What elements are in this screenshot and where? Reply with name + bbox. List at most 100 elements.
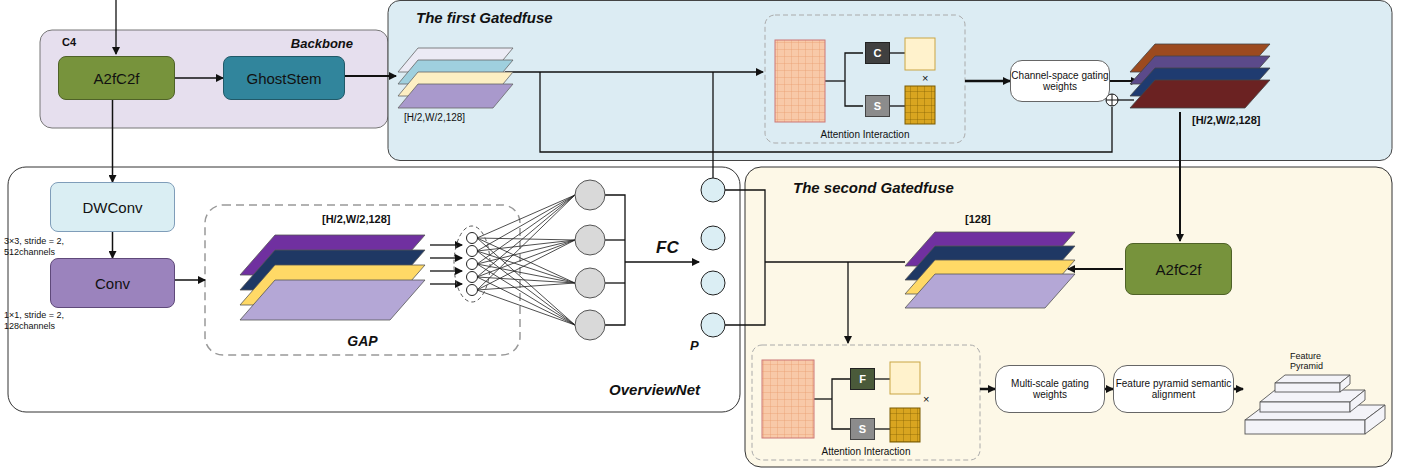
box-label: Channel-space gating weights xyxy=(1011,70,1109,93)
connector-arrow xyxy=(175,77,223,79)
box-label: A2fC2f xyxy=(1156,261,1202,278)
spatial-weight xyxy=(905,86,935,124)
process-box: DWConv xyxy=(50,182,175,232)
svg-line xyxy=(477,240,575,290)
svg-polyline xyxy=(725,190,765,325)
gap-box xyxy=(205,205,520,355)
svg-line xyxy=(875,428,890,429)
connector-arrow xyxy=(112,232,114,258)
box-label: C xyxy=(874,47,882,59)
panel-heading: The second Gatedfuse xyxy=(793,179,954,196)
fc-neurons xyxy=(575,180,605,340)
feature-stack-in xyxy=(398,48,513,108)
svg-line xyxy=(477,240,575,277)
svg-line xyxy=(477,238,575,325)
svg-circle xyxy=(467,285,478,296)
annotation-label: FC xyxy=(656,238,679,258)
connector-arrow xyxy=(175,279,205,281)
svg-polyline xyxy=(605,195,625,325)
annotation-label: [128] xyxy=(965,213,991,225)
attention-map xyxy=(762,360,814,438)
panel-heading: Backbone xyxy=(291,36,353,51)
gatedfuse-panel: The first GatedfuseAttention Interaction… xyxy=(388,0,1392,160)
fc-links xyxy=(477,195,575,325)
svg-line xyxy=(477,195,575,238)
svg-circle xyxy=(575,180,605,210)
backbone-panel: BackboneA2fC2f GhostStem xyxy=(40,30,388,128)
svg-line xyxy=(477,264,575,325)
gap-neurons xyxy=(467,233,478,296)
svg-line xyxy=(625,261,699,262)
svg-line xyxy=(477,195,575,290)
connector-arrow xyxy=(965,80,1010,83)
box-label: DWConv xyxy=(82,199,142,216)
annotation-label: [H/2,W/2,128] xyxy=(1192,114,1260,126)
annotation-label: P xyxy=(690,338,699,353)
svg-polygon xyxy=(1350,390,1365,412)
box-label: GhostStem xyxy=(246,70,321,87)
overviewnet-panel: OverviewNet DWConvConvGAP xyxy=(8,167,740,412)
backbone-panel-fill xyxy=(40,30,388,128)
svg-line xyxy=(605,282,625,283)
svg-circle xyxy=(701,271,725,295)
svg-line xyxy=(477,290,575,325)
svg-line xyxy=(430,244,462,245)
svg-rect xyxy=(1260,402,1350,412)
svg-line xyxy=(477,195,575,264)
svg-line xyxy=(477,240,575,264)
svg-line xyxy=(890,52,905,53)
svg-line xyxy=(345,75,396,77)
svg-polygon xyxy=(398,84,513,108)
annotation-label: [H/2,W/2,128] xyxy=(404,112,465,123)
process-box: A2fC2f xyxy=(58,56,175,100)
svg-rect xyxy=(1245,420,1365,434)
svg-polygon xyxy=(240,280,425,320)
svg-circle xyxy=(467,259,478,270)
op-box: F xyxy=(850,368,875,390)
annotation-label: C4 xyxy=(62,36,76,48)
svg-line xyxy=(890,105,905,106)
box-label: F xyxy=(859,373,866,385)
panel-heading: The first Gatedfuse xyxy=(416,9,553,26)
second-gatedfuse-fill xyxy=(745,167,1392,467)
annotation-label: 1×1, stride = 2, 128channels xyxy=(4,310,82,332)
wires xyxy=(116,0,1243,429)
box-label: S xyxy=(859,423,866,435)
box-label: Conv xyxy=(95,275,130,292)
connector-arrow xyxy=(980,388,995,391)
annotation-label: 3×3, stride = 2, 512channels xyxy=(4,236,82,258)
panel-heading: Attention Interaction xyxy=(752,446,980,457)
svg-line xyxy=(875,378,890,379)
feature-stack-128 xyxy=(905,232,1075,308)
svg-line xyxy=(430,257,462,258)
box-label: S xyxy=(874,100,881,112)
gating-box: Channel-space gating weights xyxy=(1010,60,1110,102)
channel-weight xyxy=(905,38,935,70)
svg-line xyxy=(605,239,625,240)
channel-weight xyxy=(890,362,920,394)
annotation-label: [H/2,W/2,128] xyxy=(322,213,390,225)
attention-box: Attention Interaction F S xyxy=(752,345,980,460)
svg-line xyxy=(847,262,848,343)
svg-line xyxy=(115,0,116,54)
svg-polyline xyxy=(814,398,832,399)
gating-box: Multi-scale gating weights xyxy=(995,365,1105,413)
svg-circle xyxy=(701,178,725,202)
svg-polyline xyxy=(832,379,850,429)
svg-polygon xyxy=(905,274,1075,308)
attention-box-1 xyxy=(765,15,965,143)
connector-arrow xyxy=(112,100,114,182)
annotation-label: × xyxy=(922,72,928,84)
box-label: Feature pyramid semantic alignment xyxy=(1114,378,1233,401)
op-box: S xyxy=(865,95,890,117)
spatial-weight xyxy=(890,408,920,442)
box-label: Multi-scale gating weights xyxy=(996,378,1104,401)
op-box: S xyxy=(850,418,875,440)
svg-circle xyxy=(575,225,605,255)
box-label: A2fC2f xyxy=(94,70,140,87)
panel-heading: OverviewNet xyxy=(609,381,700,398)
panel-heading: GAP xyxy=(205,333,520,349)
svg-polygon xyxy=(1275,375,1350,383)
svg-line xyxy=(477,251,575,325)
